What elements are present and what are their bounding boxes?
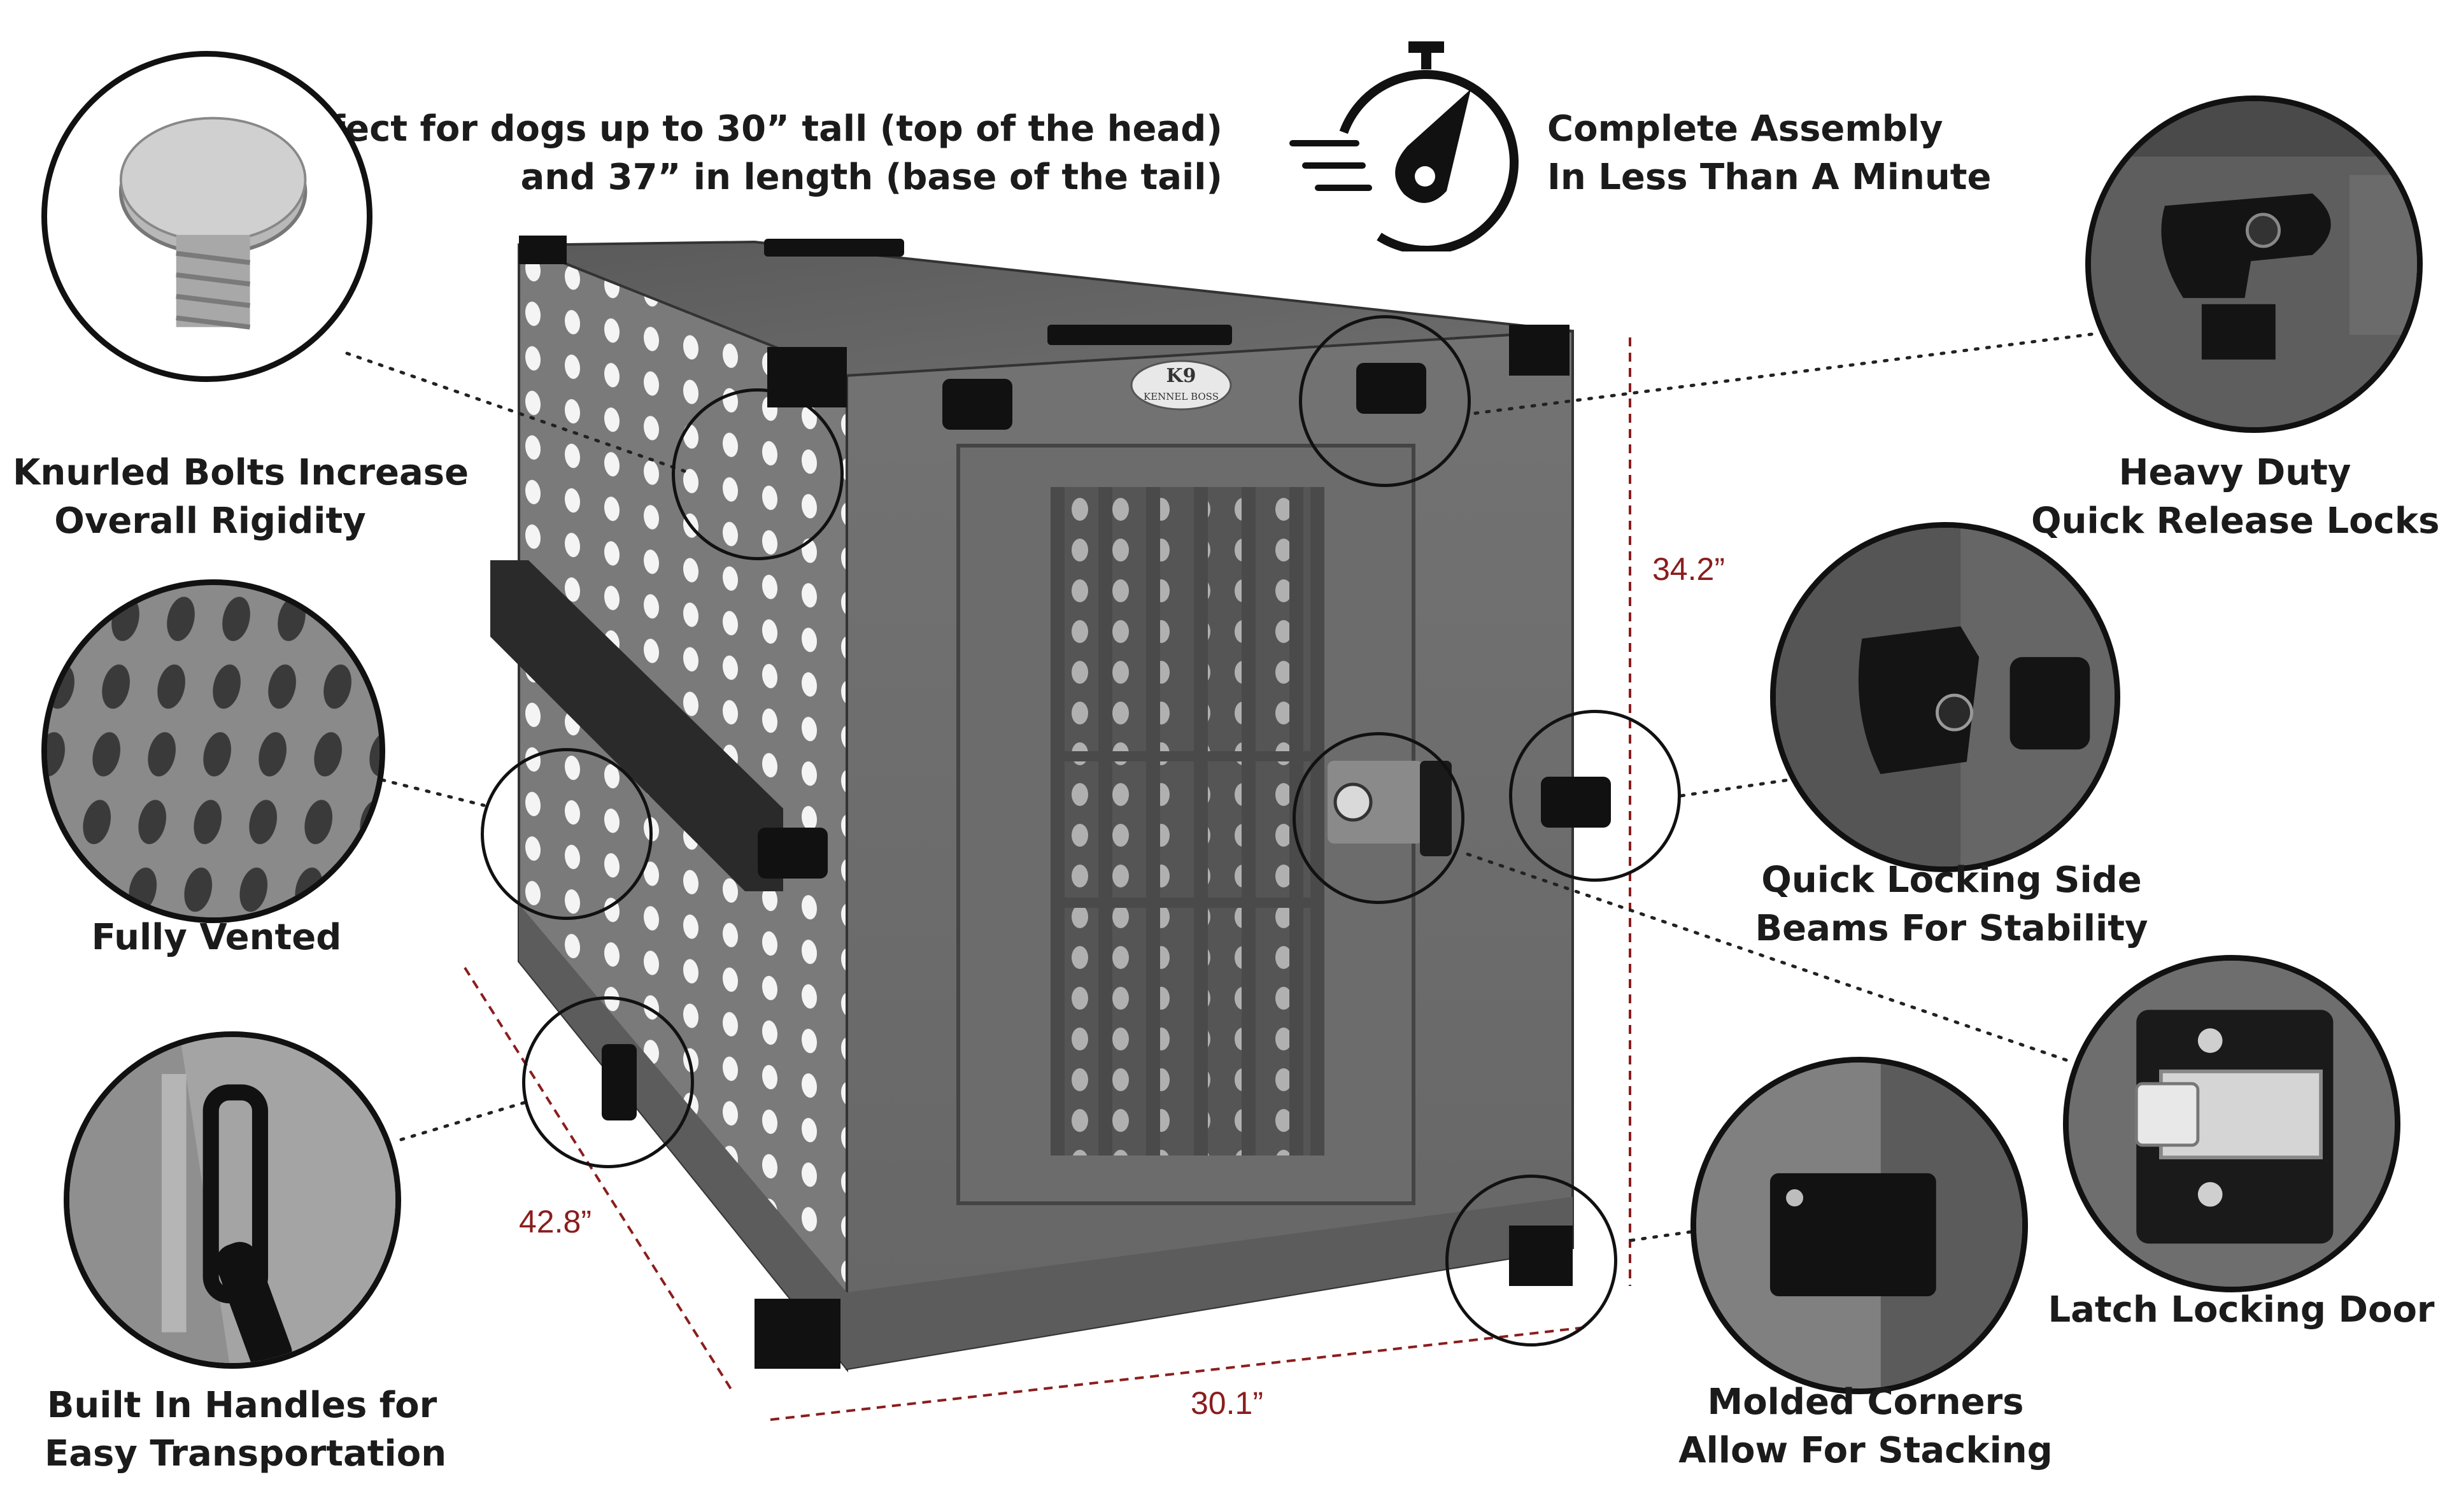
stopwatch-icon [1280,35,1522,255]
assembly-text: Complete Assembly In Less Than A Minute [1547,105,1991,202]
width-dimension: 30.1” [1191,1385,1263,1421]
highlight-knurled-bolt [672,388,844,560]
handle-callout [64,1031,401,1369]
highlight-side-beam-lock [1509,710,1681,882]
depth-dimension: 42.8” [519,1204,592,1240]
dog-size-line-2: and 37” in length (base of the tail) [520,157,1222,198]
molded-corners-line-2: Allow For Stacking [1678,1430,2053,1471]
brand-badge-shape [1130,360,1232,411]
door-bars [1051,487,1324,1155]
locks-label: Heavy Duty Quick Release Locks [2031,449,2439,546]
side-beams-label: Quick Locking Side Beams For Stability [1748,856,2155,953]
side-beams-line-1: Quick Locking Side [1761,859,2142,901]
brand-badge-name: KENNEL BOSS [1144,391,1219,402]
locks-line-1: Heavy Duty [2118,452,2351,493]
door-window [1051,487,1324,1155]
handles-line-1: Built In Handles for [46,1385,437,1426]
molded-corners-callout [1690,1057,2028,1394]
fully-vented-line-1: Fully Vented [91,917,342,958]
handles-label: Built In Handles for Easy Transportation [45,1381,447,1478]
dog-size-line-1: Perfect for dogs up to 30” tall (top of … [262,108,1222,150]
molded-corners-line-1: Molded Corners [1707,1381,2024,1423]
molded-corners-label: Molded Corners Allow For Stacking [1662,1378,2069,1475]
knurled-bolts-line-1: Knurled Bolts Increase [13,452,469,493]
latch-door-line-1: Latch Locking Door [2048,1289,2435,1331]
handles-line-2: Easy Transportation [45,1433,447,1474]
dog-size-text: Perfect for dogs up to 30” tall (top of … [262,105,1222,202]
crate-base [847,1197,1573,1369]
vents-callout [41,579,385,923]
highlight-vents [481,748,653,920]
knurled-bolts-label: Knurled Bolts Increase Overall Rigidity [13,449,469,546]
highlight-door-latch [1293,732,1464,904]
height-dimension: 34.2” [1652,551,1725,587]
latch-door-callout [2063,955,2400,1292]
assembly-line-1: Complete Assembly [1547,108,1943,150]
knurled-bolt-callout [41,51,372,382]
brand-badge-k9: K9 [1166,365,1196,387]
side-beams-line-2: Beams For Stability [1755,908,2148,949]
highlight-handle [522,996,694,1168]
top-handles [764,239,1232,345]
locks-callout [2085,95,2423,433]
highlight-top-lock [1299,315,1471,487]
knurled-bolts-line-2: Overall Rigidity [54,500,366,542]
locks-line-2: Quick Release Locks [2031,500,2440,542]
fully-vented-label: Fully Vented [19,914,414,962]
latch-door-label: Latch Locking Door [2038,1286,2445,1334]
assembly-line-2: In Less Than A Minute [1547,157,1992,198]
highlight-corner [1445,1175,1617,1346]
side-beam [490,560,783,891]
side-beam-callout [1770,522,2120,872]
